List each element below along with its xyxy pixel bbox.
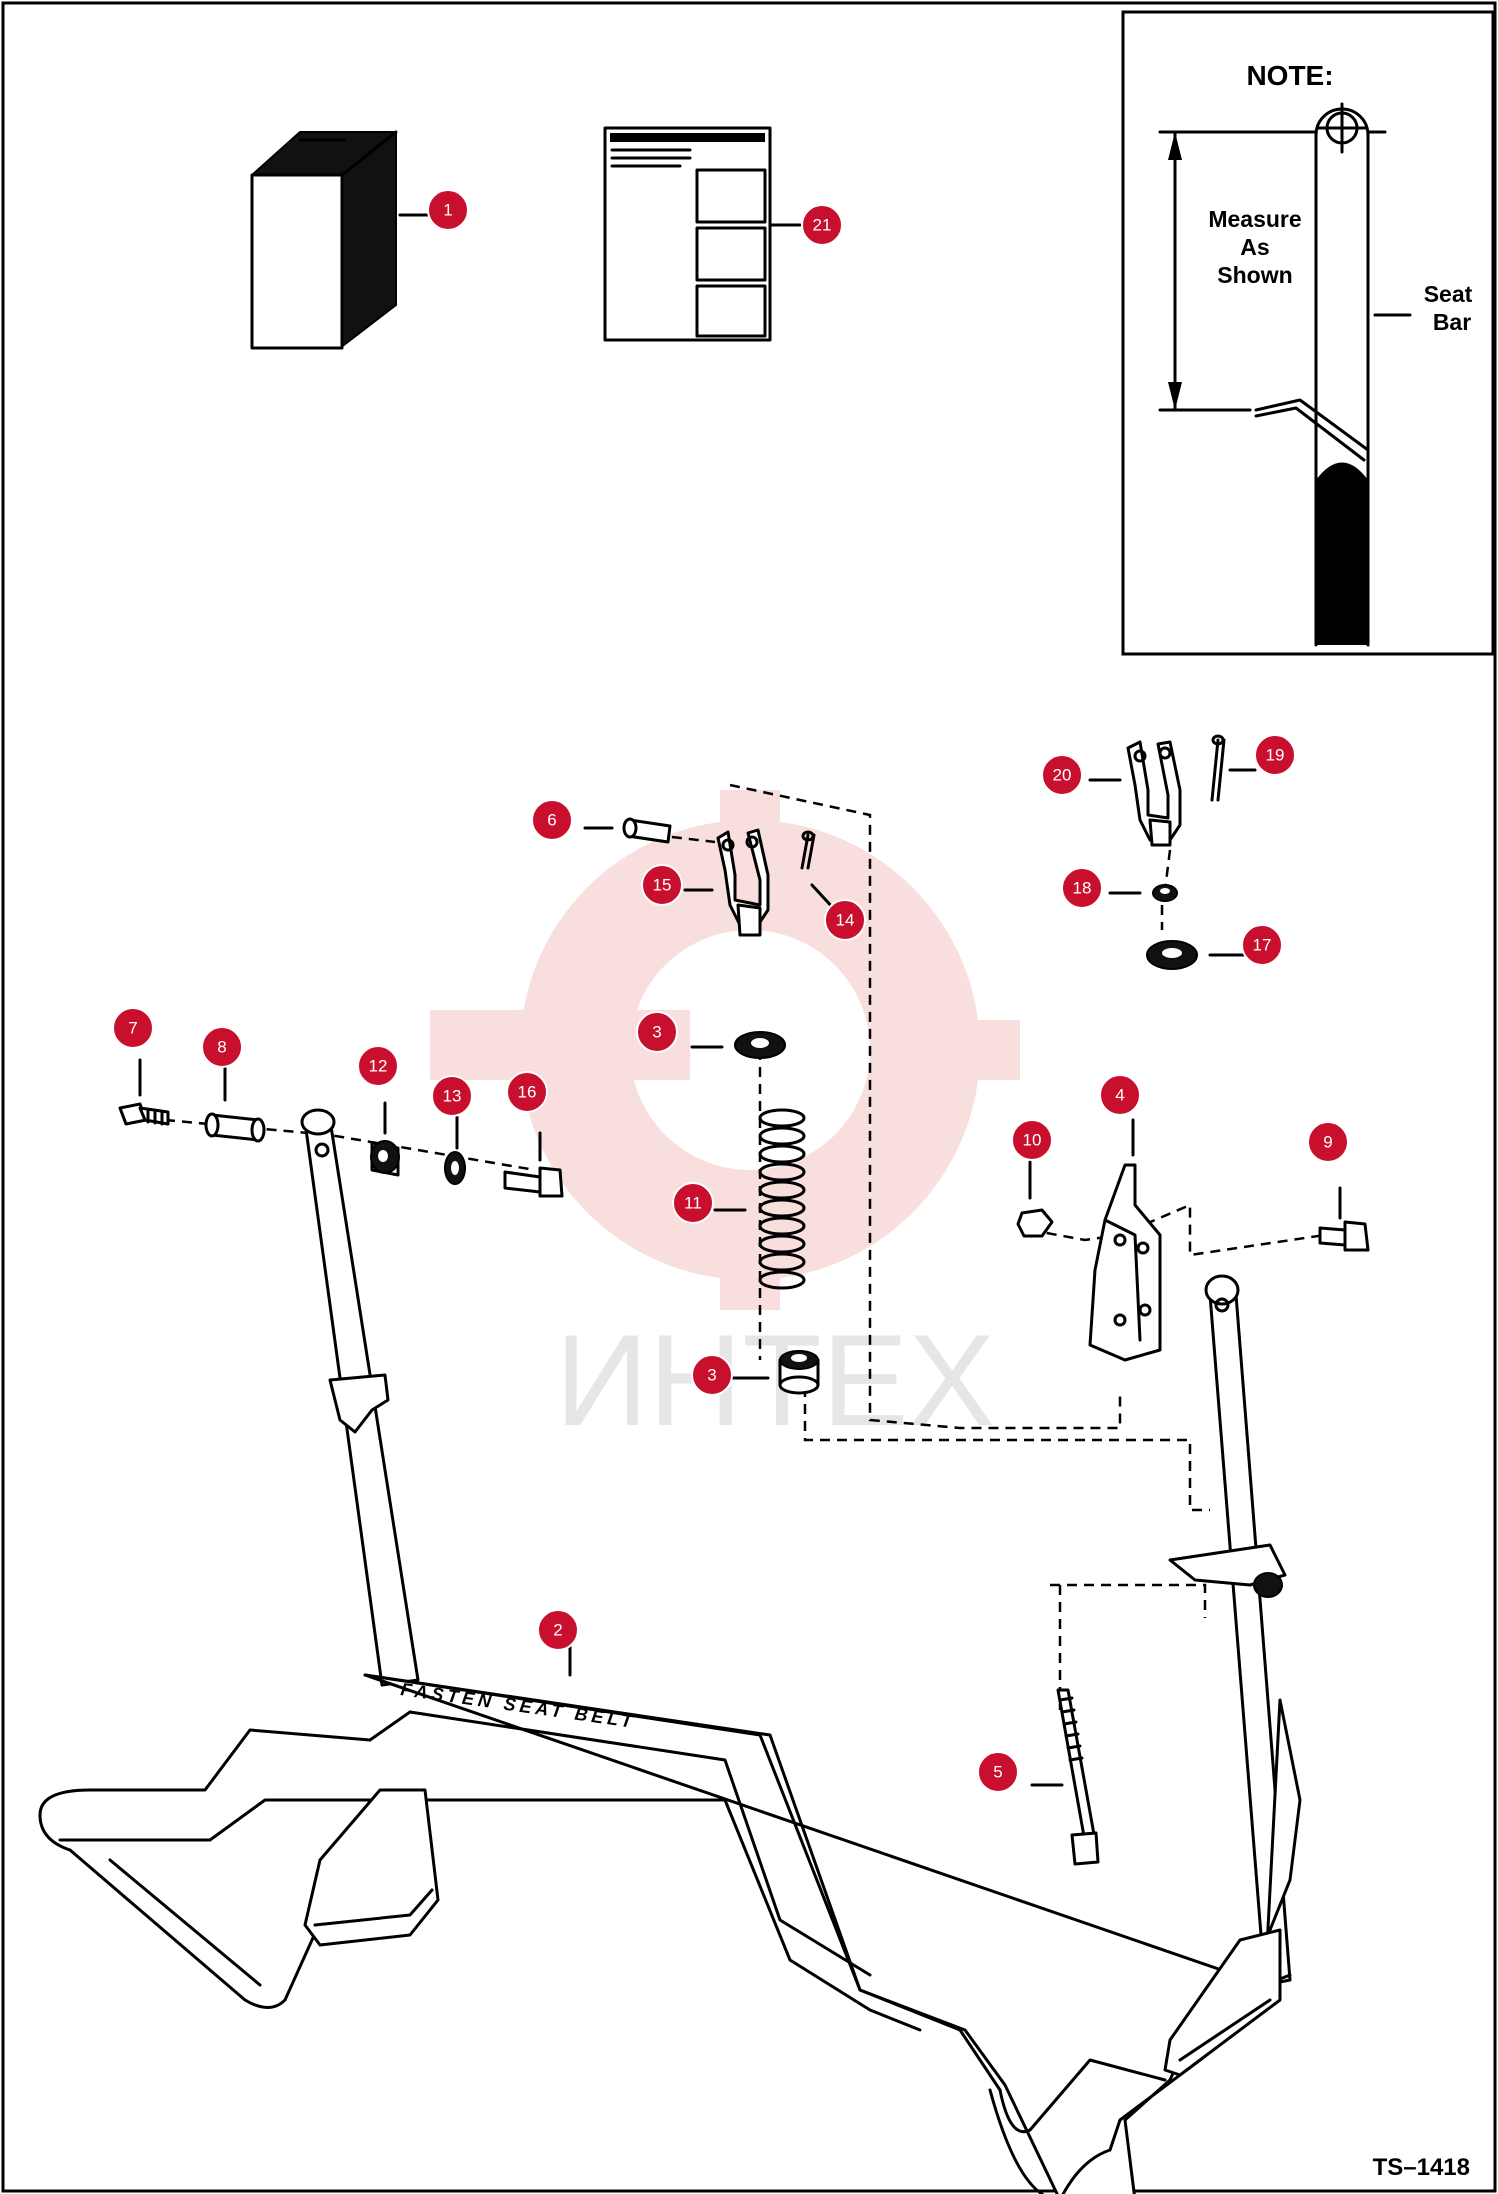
callout-2[interactable]: 2	[537, 1609, 579, 1651]
part-washer-left	[444, 1113, 466, 1185]
svg-text:2: 2	[553, 1621, 562, 1640]
part-long-bolt	[1030, 1688, 1100, 1866]
svg-text:9: 9	[1323, 1133, 1332, 1152]
svg-text:21: 21	[813, 216, 832, 235]
note-measure-line2: As	[1240, 234, 1269, 260]
svg-text:11: 11	[684, 1194, 702, 1213]
note-title: NOTE:	[1246, 60, 1333, 91]
svg-text:16: 16	[518, 1083, 537, 1102]
svg-text:3: 3	[652, 1023, 661, 1042]
part-mounting-bracket	[1088, 1118, 1162, 1362]
svg-text:8: 8	[217, 1038, 226, 1057]
part-clevis-pin	[583, 817, 672, 844]
callout-18[interactable]: 18	[1061, 867, 1103, 909]
callout-10[interactable]: 10	[1011, 1119, 1053, 1161]
part-clevis-upper	[1088, 740, 1182, 847]
note-seat-line2: Bar	[1433, 309, 1471, 335]
assembly-line-bolt	[1050, 1583, 1207, 1618]
svg-text:4: 4	[1115, 1086, 1124, 1105]
svg-text:6: 6	[547, 811, 556, 830]
callout-3-washer[interactable]: 3	[636, 1011, 678, 1053]
callout-8[interactable]: 8	[201, 1026, 243, 1068]
callout-3-bushing[interactable]: 3	[691, 1354, 733, 1396]
part-cotter-pin-upper	[1210, 734, 1257, 802]
callout-1[interactable]: 1	[427, 189, 469, 231]
callout-16[interactable]: 16	[506, 1071, 548, 1113]
drawing-number: TS–1418	[1373, 2154, 1470, 2181]
assembly-line-upper	[729, 783, 1122, 1430]
part-spacer-tube	[204, 1063, 266, 1143]
part-bushing-left	[370, 1101, 400, 1177]
svg-text:15: 15	[653, 876, 672, 895]
part-hex-bolt-mid	[503, 1131, 564, 1198]
svg-text:13: 13	[443, 1087, 462, 1106]
callout-5[interactable]: 5	[977, 1751, 1019, 1793]
note-measure-line3: Shown	[1217, 262, 1292, 288]
svg-text:12: 12	[369, 1057, 388, 1076]
part-flat-washer	[1146, 940, 1247, 970]
part-hex-nut	[1016, 1160, 1054, 1238]
svg-text:10: 10	[1023, 1131, 1042, 1150]
callout-12[interactable]: 12	[357, 1045, 399, 1087]
callout-7[interactable]: 7	[112, 1007, 154, 1049]
part-decal-kit-box	[250, 130, 432, 350]
part-hex-bolt-left	[118, 1058, 170, 1126]
note-box: NOTE: Measure As Shown Seat Bar	[1121, 10, 1495, 656]
part-compression-spring	[713, 1108, 806, 1290]
note-seat-line1: Seat	[1424, 281, 1473, 307]
callout-14[interactable]: 14	[824, 899, 866, 941]
callout-20[interactable]: 20	[1041, 754, 1083, 796]
svg-text:1: 1	[443, 201, 452, 220]
svg-text:20: 20	[1053, 766, 1072, 785]
callout-17[interactable]: 17	[1241, 924, 1283, 966]
callout-6[interactable]: 6	[531, 799, 573, 841]
part-instruction-sheet	[603, 126, 802, 342]
note-measure-line1: Measure	[1208, 206, 1301, 232]
svg-text:14: 14	[836, 911, 855, 930]
svg-text:5: 5	[993, 1763, 1002, 1782]
part-lock-nut	[1108, 884, 1178, 902]
part-washer-upper	[690, 1031, 786, 1059]
callout-11[interactable]: 11	[672, 1182, 714, 1224]
callout-4[interactable]: 4	[1099, 1074, 1141, 1116]
svg-text:7: 7	[128, 1019, 137, 1038]
svg-text:3: 3	[707, 1366, 716, 1385]
svg-text:17: 17	[1253, 936, 1272, 955]
svg-text:18: 18	[1073, 879, 1092, 898]
callout-21[interactable]: 21	[801, 204, 843, 246]
assembly-line-lower	[803, 1370, 1210, 1512]
part-clevis	[683, 828, 770, 937]
watermark-text: ИНТЕХ	[555, 1307, 995, 1453]
callout-9[interactable]: 9	[1307, 1121, 1349, 1163]
callout-15[interactable]: 15	[641, 864, 683, 906]
assembly-line-clevis2	[1160, 849, 1172, 930]
part-bushing-lower	[726, 1350, 820, 1395]
callout-19[interactable]: 19	[1254, 734, 1296, 776]
svg-text:19: 19	[1266, 746, 1285, 765]
assembly-line-right	[1029, 1203, 1326, 1257]
part-hex-bolt-right	[1318, 1186, 1370, 1252]
callout-13[interactable]: 13	[431, 1075, 473, 1117]
